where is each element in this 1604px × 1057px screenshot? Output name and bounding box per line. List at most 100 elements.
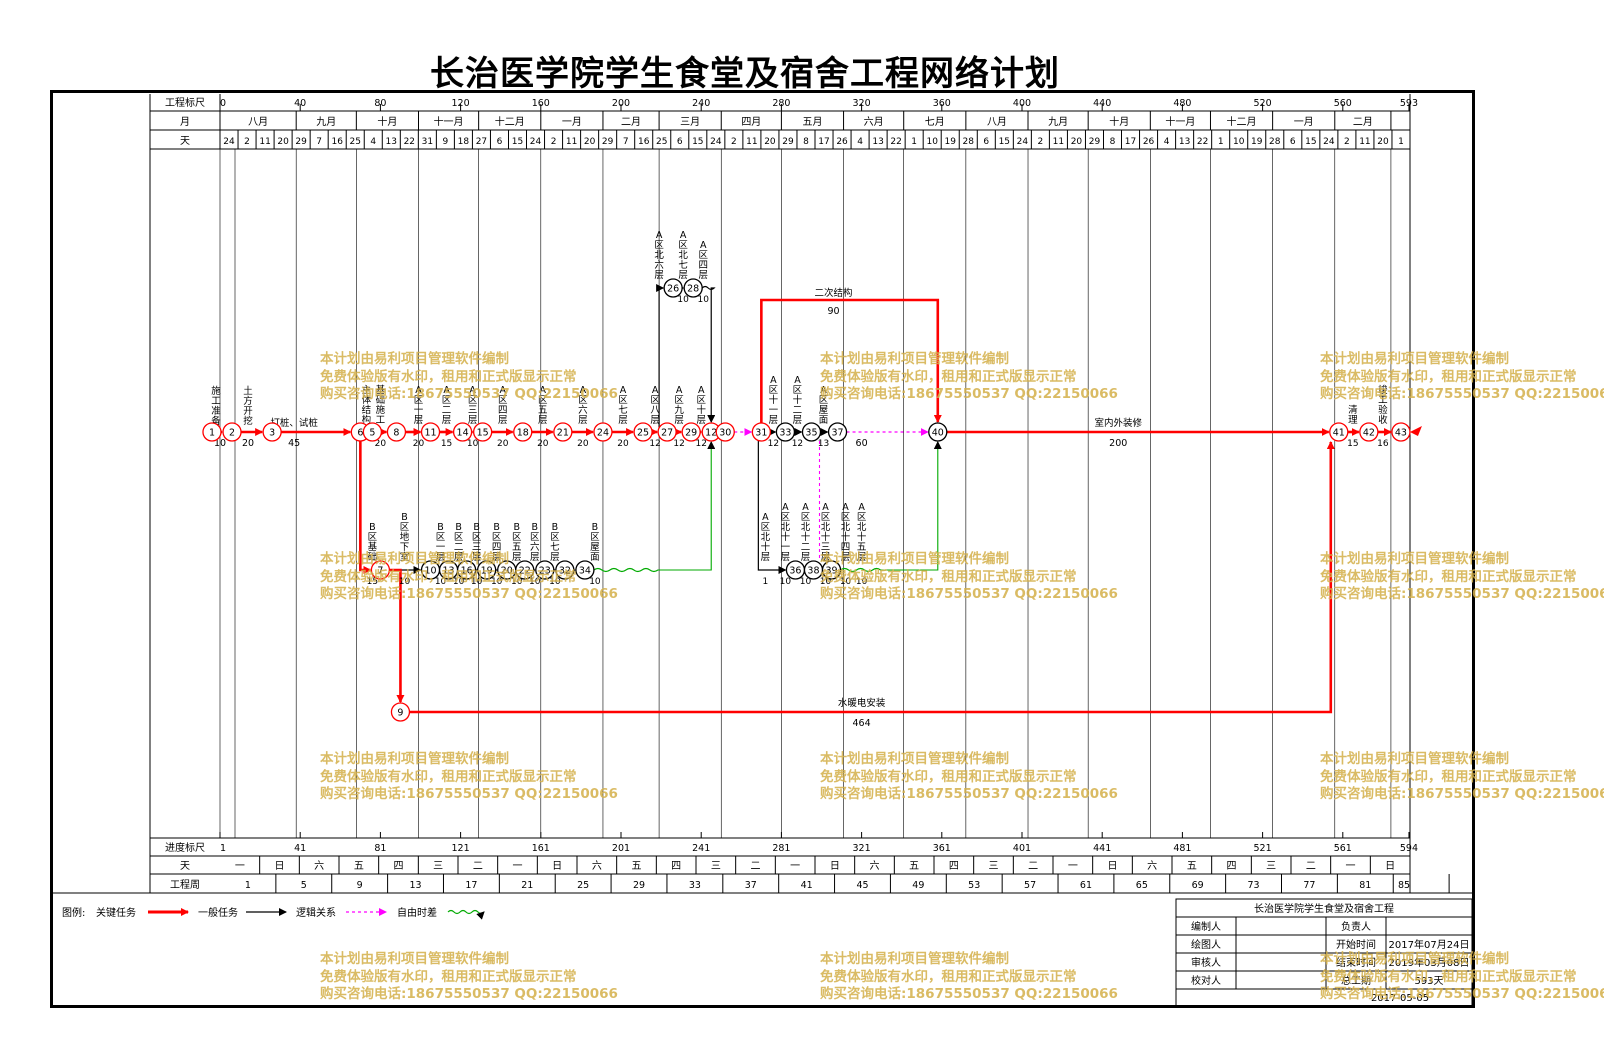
info-duration-label: 总工期 [1341,974,1371,987]
scale-tick-label: 280 [772,98,790,109]
footer-grid [53,837,1472,894]
task-name: A [415,385,422,396]
event-node [515,560,535,580]
task-duration: 20 [375,439,387,449]
progress-tick-label: 41 [294,843,306,854]
event-node [553,422,573,442]
day-label: 2 [1344,137,1350,147]
task-name: 面 [590,552,600,563]
scale-tick-label: 240 [692,98,710,109]
weekday-label: 二 [473,861,483,872]
critical-task-arrow [389,568,405,703]
task-name: 区 [512,532,522,543]
task-name: 七 [550,542,560,553]
task-name: 竣 [1378,384,1388,396]
task-name: 区 [819,395,829,406]
task-name: 土 [243,385,253,397]
event-node-label: 36 [789,566,801,577]
task-name: 挖 [243,415,253,427]
task-duration: 10 [467,439,479,449]
float-duration: 60 [856,438,868,449]
task-name: 区 [654,240,664,251]
task-name: 层 [678,270,688,281]
day-label: 6 [983,137,989,147]
week-label: 61 [1080,880,1092,891]
task-name: 开 [243,406,253,417]
day-label: 15 [692,137,703,147]
week-label: 17 [465,880,477,891]
day-label: 4 [857,137,863,147]
progress-label: 进度标尺 [165,841,205,854]
week-label: 81 [1359,880,1371,891]
event-node [1359,422,1379,442]
day-label: 31 [422,137,433,147]
scale-tick-label: 120 [452,98,470,109]
task-name: 下 [400,542,410,553]
day-label: 2 [551,137,557,147]
progress-tick-label: 441 [1093,843,1111,854]
scale-tick-label: 593 [1400,98,1418,109]
task-name: 四 [498,405,508,416]
task-name: 北 [801,522,811,533]
event-node-label: 15 [477,428,489,439]
weekday-label: 四 [949,861,959,872]
weekday-label: 二 [1028,861,1038,872]
event-node [801,422,822,442]
day-label: 6 [677,137,683,147]
info-date-value: 2017-05-05 [1371,993,1429,1004]
task-name: 区 [841,512,851,523]
task-name: 七 [678,260,688,271]
scale-tick-label: 440 [1093,98,1111,109]
task-duration: 10 [856,577,868,587]
task-name: 水暖电安装 [838,697,886,709]
month-row: 八月九月十月十一月十二月一月二月三月四月五月六月七月八月九月十月十一月十二月一月… [248,111,1392,130]
event-node [513,422,533,442]
weekday-label: 三 [1266,861,1276,872]
progress-tick-label: 81 [374,843,386,854]
task-name: 体 [362,394,372,406]
month-label: 十月 [377,115,397,128]
event-node-label: 43 [1395,428,1407,439]
task-name: A [842,502,849,513]
weekday-label: 六 [314,860,324,872]
progress-tick-label: 1 [220,843,226,854]
task-name: 六 [530,541,540,553]
day-label: 28 [1269,137,1281,147]
task-name: 主 [362,384,372,396]
task-name: 面 [819,415,829,426]
day-label: 20 [764,137,776,147]
day-label: 24 [710,137,722,147]
task-name: 七 [618,405,628,416]
task-name: 一 [769,405,779,416]
weekday-label: 三 [989,861,999,872]
watermark: 本计划由易利项目管理软件编制免费体验版有水印，租用和正式版显示正常购买咨询电话:… [1320,751,1604,802]
info-editor-label: 编制人 [1191,920,1221,933]
task-name: 验 [1378,404,1388,416]
event-node-label: 39 [825,566,837,577]
day-label: 15 [512,137,523,147]
event-node-label: 42 [1363,428,1375,439]
task-name: 一 [436,542,446,553]
weekday-label: 日 [1108,861,1118,872]
day-label: 19 [1251,137,1263,147]
day-label: 26 [1143,137,1155,147]
day-label: 11 [746,137,757,147]
progress-tick-label: 594 [1400,843,1418,854]
day-label: 24 [223,137,235,147]
day-label: 17 [1125,137,1136,147]
day-label: 19 [945,137,957,147]
event-node [751,422,771,442]
week-label: 21 [521,880,533,891]
task-name: 层 [468,415,478,426]
event-node-label: 9 [397,708,403,719]
weekday-label: 六 [592,860,602,872]
event-node-label: 37 [831,428,843,439]
month-label: 九月 [1048,116,1068,128]
month-label: 二月 [1353,116,1373,128]
task-name: 层 [696,415,706,426]
task-name: 屋 [590,542,600,553]
event-node [715,422,735,442]
